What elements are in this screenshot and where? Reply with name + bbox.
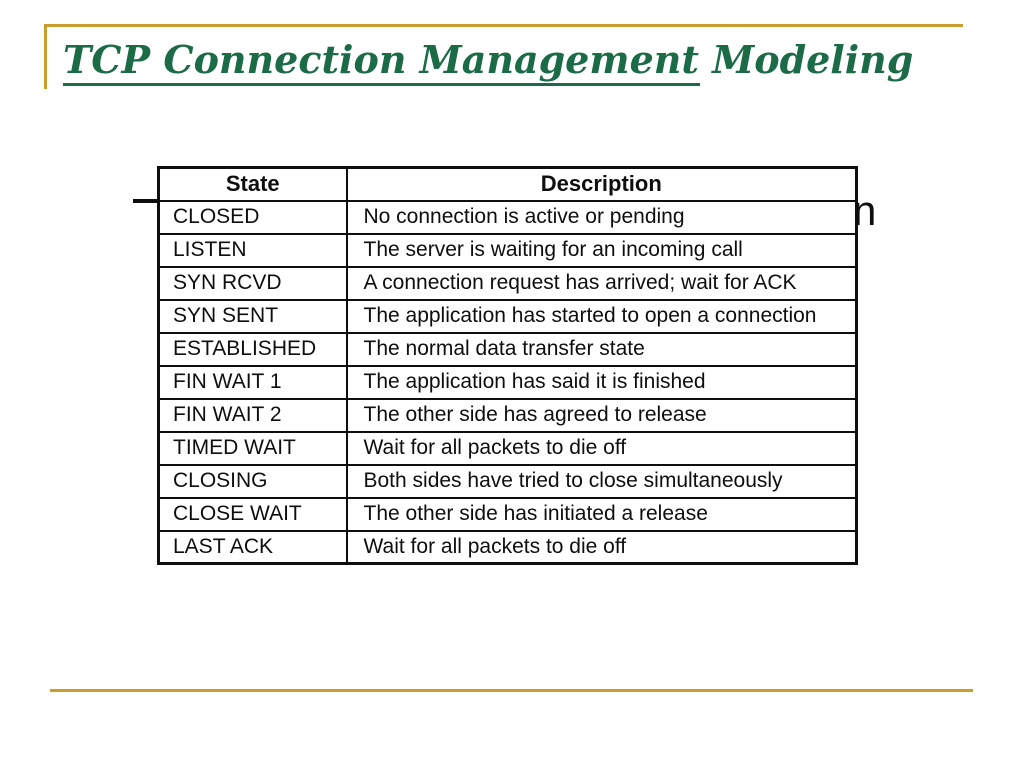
description-cell: The other side has initiated a release: [345, 496, 858, 532]
description-cell: Wait for all packets to die off: [345, 430, 858, 466]
description-cell: No connection is active or pending: [345, 199, 858, 235]
description-cell: Wait for all packets to die off: [345, 529, 858, 565]
description-cell: The application has started to open a co…: [345, 298, 858, 334]
bottom-accent-rule: [50, 689, 973, 692]
occluded-text-letter-fragment: n: [853, 187, 877, 234]
description-cell: The application has said it is finished: [345, 364, 858, 400]
description-cell: A connection request has arrived; wait f…: [345, 265, 858, 301]
description-cell: The server is waiting for an incoming ca…: [345, 232, 858, 268]
state-cell: CLOSING: [157, 463, 348, 499]
state-cell: FIN WAIT 2: [157, 397, 348, 433]
table-header-row: State Description: [157, 166, 858, 202]
top-accent-rule: [44, 24, 963, 27]
state-column-header: State: [157, 166, 348, 202]
state-cell: CLOSED: [157, 199, 348, 235]
state-cell: SYN RCVD: [157, 265, 348, 301]
title-underline: [63, 83, 700, 86]
occluded-text-dash-fragment: [133, 199, 161, 203]
state-cell: SYN SENT: [157, 298, 348, 334]
description-column-header: Description: [345, 166, 858, 202]
description-cell: The normal data transfer state: [345, 331, 858, 367]
state-cell: CLOSE WAIT: [157, 496, 348, 532]
state-cell: ESTABLISHED: [157, 331, 348, 367]
left-accent-rule: [44, 24, 47, 89]
slide-title: TCP Connection Management Modeling: [63, 37, 914, 82]
description-cell: The other side has agreed to release: [345, 397, 858, 433]
state-cell: TIMED WAIT: [157, 430, 348, 466]
state-cell: LAST ACK: [157, 529, 348, 565]
description-cell: Both sides have tried to close simultane…: [345, 463, 858, 499]
state-cell: FIN WAIT 1: [157, 364, 348, 400]
state-cell: LISTEN: [157, 232, 348, 268]
